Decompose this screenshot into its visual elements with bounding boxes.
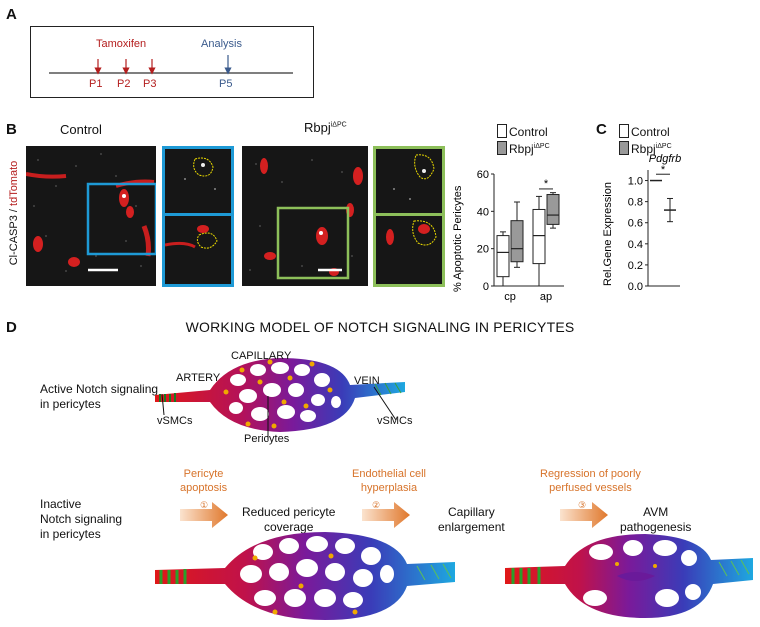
expression-ytick-label: 0.4 <box>628 239 643 251</box>
box-plot-ytick-label: 20 <box>477 244 489 256</box>
expression-ytick-label: 0.0 <box>628 281 643 293</box>
box-rect <box>496 235 510 278</box>
step1-number: ① <box>200 500 208 510</box>
box-plot: % Apoptotic Pericytes 0 20 40 60 cp ap * <box>452 169 564 303</box>
expression-ytick-label: 0.8 <box>628 197 643 209</box>
box-rect <box>546 194 560 225</box>
control-micrograph <box>26 146 156 286</box>
box-rect <box>510 220 524 263</box>
expression-plot-title: Pdgfrb <box>649 153 681 165</box>
panel-letter-c: C <box>596 121 607 138</box>
vsmc-stripes-artery <box>159 393 176 402</box>
control-roi-frame <box>86 182 156 256</box>
box-plot-ytick-label: 40 <box>477 206 489 218</box>
panel-letter-b: B <box>6 121 17 138</box>
mutant-micrograph <box>242 146 368 286</box>
box-significance-star: * <box>544 178 549 190</box>
legend-control: Control <box>497 124 548 139</box>
vsmc-stripes-vein <box>374 382 402 396</box>
day-p5: P5 <box>219 78 233 90</box>
mutant-inset-panel <box>373 146 445 287</box>
expression-ytick-label: 1.0 <box>628 176 643 188</box>
artery-label: ARTERY <box>176 372 221 384</box>
day-p3: P3 <box>143 78 157 90</box>
legend-c-swatch-mutant <box>619 141 629 155</box>
timeline-svg <box>49 55 293 75</box>
step2-arrow: ② <box>362 500 410 528</box>
timeline-box <box>30 26 314 98</box>
vessel-body <box>155 358 405 432</box>
legend-c-control: Control <box>619 124 670 139</box>
box-plot-category-label: cp <box>504 291 516 303</box>
reduced-coverage-network <box>155 532 455 620</box>
reduced-capillary-lumens <box>240 536 394 608</box>
panel-letter-a: A <box>6 6 17 23</box>
box-plot-ytick-label: 0 <box>483 281 489 293</box>
box-plot-ytick-label: 60 <box>477 169 489 181</box>
expression-plot: Pdgfrb Rel.Gene Expression 0.0 0.2 0.4 0.6 0… <box>602 153 681 293</box>
model-title: WORKING MODEL OF NOTCH SIGNALING IN PERI… <box>185 319 575 335</box>
analysis-label: Analysis <box>201 38 242 50</box>
step1-arrow: ① <box>180 500 228 528</box>
capillary-label: CAPILLARY <box>231 350 292 362</box>
capillary-lumens <box>229 362 341 422</box>
step3-number: ③ <box>578 500 586 510</box>
step2-number: ② <box>372 500 380 510</box>
box-plot-category-label: ap <box>540 291 552 303</box>
vein-label: VEIN <box>354 375 380 387</box>
pericyte-dots <box>223 359 333 429</box>
box-rect <box>532 208 546 265</box>
tamoxifen-label: Tamoxifen <box>96 38 147 50</box>
step3-arrow: ③ <box>560 500 608 528</box>
day-p1: P1 <box>89 78 103 90</box>
control-title: Control <box>60 122 102 137</box>
legend-mutant: RbpjiΔPC <box>497 141 550 156</box>
legend-swatch-mutant <box>497 141 507 155</box>
panel-letter-d: D <box>6 319 17 336</box>
box-plot-ylabel: % Apoptotic Pericytes <box>452 185 464 292</box>
avm-lumens <box>583 540 701 607</box>
expression-ytick-label: 0.2 <box>628 260 643 272</box>
mutant-title: RbpjiΔPC <box>304 120 347 135</box>
legend-c-mutant: RbpjiΔPC <box>619 141 672 156</box>
expression-plot-ylabel: Rel.Gene Expression <box>602 182 614 286</box>
legend-swatch-control <box>497 124 507 138</box>
pericytes-label: Pericytes <box>244 433 290 445</box>
mutant-roi-frame <box>276 206 350 280</box>
channel-label: Cl-CASP3 / tdTomato <box>8 160 20 266</box>
vsmcs-vein-label: vSMCs <box>377 415 413 427</box>
expression-ytick-label: 0.6 <box>628 218 643 230</box>
legend-c-swatch-control <box>619 124 629 138</box>
control-inset-panel <box>162 146 234 287</box>
vsmcs-artery-label: vSMCs <box>157 415 193 427</box>
expression-significance-star: * <box>661 164 666 176</box>
avm-network <box>505 534 753 618</box>
day-p2: P2 <box>117 78 131 90</box>
active-vessel-network <box>155 358 405 440</box>
